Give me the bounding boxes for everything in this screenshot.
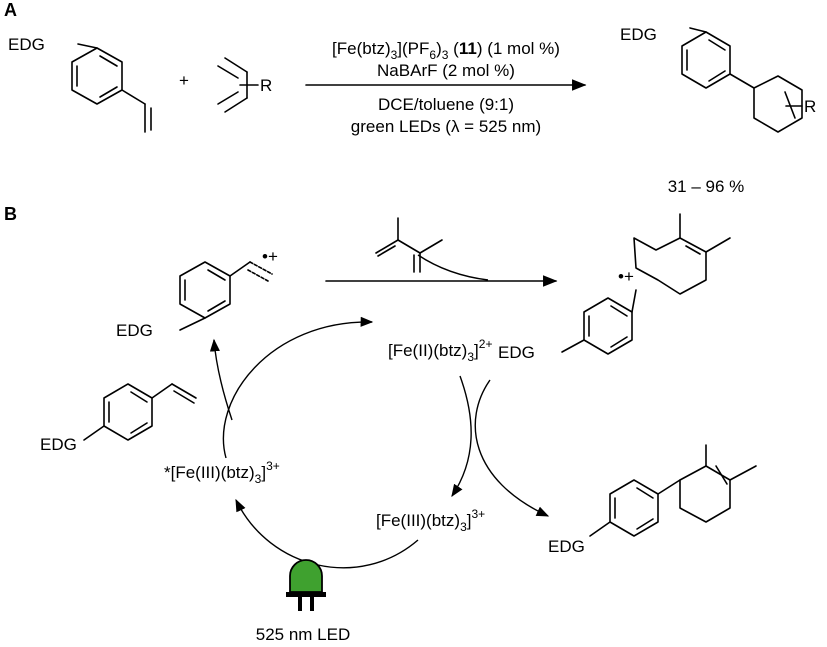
panel-b-label: B: [4, 204, 17, 224]
styrene-edg-label: EDG: [40, 435, 77, 454]
solvent-line: DCE/toluene (9:1): [378, 95, 514, 114]
diene-entry-curve: [417, 254, 489, 281]
product-r-label: R: [804, 97, 816, 116]
fe3-excited-label: *[Fe(III)(btz)3]3+: [164, 459, 280, 486]
green-led-icon: [286, 559, 326, 611]
catalyst-line: [Fe(btz)3](PF6)3 (11) (1 mol %): [332, 39, 560, 62]
diene-reactant: R: [217, 57, 272, 113]
additive-line: NaBArF (2 mol %): [377, 61, 515, 80]
cycle-arrow-oxidation: [222, 316, 374, 459]
radical-edg-label: EDG: [116, 321, 153, 340]
cycloadduct-product: EDG R: [620, 25, 816, 133]
styrene-reactant: EDG: [8, 35, 152, 133]
r-label: R: [260, 76, 272, 95]
adduct-radical-cation: EDG •+: [498, 213, 731, 362]
dimethylbutadiene: [375, 217, 443, 273]
fe2-label: [Fe(II)(btz)3]2+: [388, 337, 492, 364]
panel-a-label: A: [4, 0, 17, 20]
radical-charge: •+: [262, 247, 278, 266]
adduct-edg-label: EDG: [498, 343, 535, 362]
led-label: 525 nm LED: [256, 625, 351, 644]
fe3-label: [Fe(III)(btz)3]3+: [376, 507, 485, 534]
edg-label: EDG: [8, 35, 45, 54]
plus-sign: +: [179, 71, 189, 90]
final-edg-label: EDG: [548, 537, 585, 556]
light-line: green LEDs (λ = 525 nm): [351, 117, 541, 136]
product-edg-label: EDG: [620, 25, 657, 44]
cycle-arrow-to-product: [474, 379, 550, 517]
styrene-cycle-input: EDG: [40, 383, 197, 454]
radical-cation: EDG •+: [116, 247, 278, 340]
adduct-charge: •+: [618, 267, 634, 286]
cycle-arrow-reduction: [451, 375, 472, 498]
cycle-arrow-to-radical: [209, 338, 233, 421]
final-product: EDG: [548, 444, 757, 556]
yield-label: 31 – 96 %: [668, 177, 745, 196]
